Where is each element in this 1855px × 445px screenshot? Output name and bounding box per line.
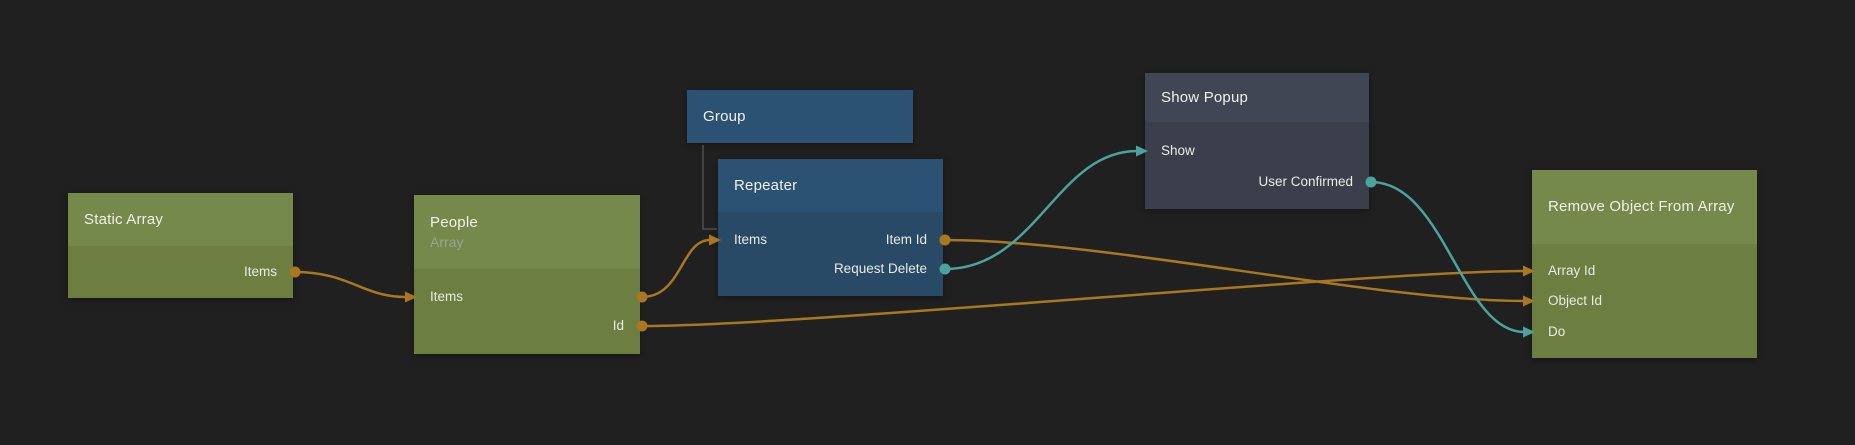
port-user-confirmed-output[interactable]: User Confirmed [1258, 174, 1353, 189]
port-show-input[interactable]: Show [1161, 143, 1195, 158]
node-title: Group [703, 107, 746, 125]
port-item-id-output[interactable]: Item Id [885, 232, 927, 247]
port-array-id-input[interactable]: Array Id [1548, 263, 1596, 278]
port-items-input[interactable]: Items [734, 232, 768, 247]
wire[interactable] [1370, 180, 1525, 334]
port-items-input[interactable]: Items [430, 289, 464, 304]
node-title: People [430, 213, 478, 231]
node-title: Repeater [734, 176, 798, 194]
port-items-output[interactable]: Items [243, 264, 277, 279]
node-body [718, 212, 943, 296]
node-body [414, 269, 640, 354]
port-id-output[interactable]: Id [612, 318, 624, 333]
node-title: Show Popup [1161, 88, 1249, 106]
node-body [1145, 122, 1369, 209]
node-title: Static Array [84, 210, 164, 228]
node-header[interactable]: Static Array [68, 193, 293, 246]
node-title: Remove Object From Array [1548, 198, 1735, 215]
node-header[interactable]: Repeater [718, 159, 943, 212]
node-group[interactable]: Group [687, 90, 913, 143]
wire[interactable] [944, 238, 1525, 303]
port-do-input[interactable]: Do [1548, 324, 1566, 339]
wire[interactable] [944, 149, 1138, 271]
port-object-id-input[interactable]: Object Id [1548, 293, 1603, 308]
node-header[interactable]: Remove Object From Array [1532, 170, 1757, 244]
wire[interactable] [641, 238, 711, 299]
node-subtitle: Array [430, 233, 464, 250]
port-request-delete-output[interactable]: Request Delete [833, 261, 927, 276]
node-header[interactable]: Group [687, 90, 913, 143]
wire[interactable] [294, 270, 407, 299]
wire[interactable] [641, 269, 1525, 328]
node-header[interactable]: Show Popup [1145, 73, 1369, 122]
